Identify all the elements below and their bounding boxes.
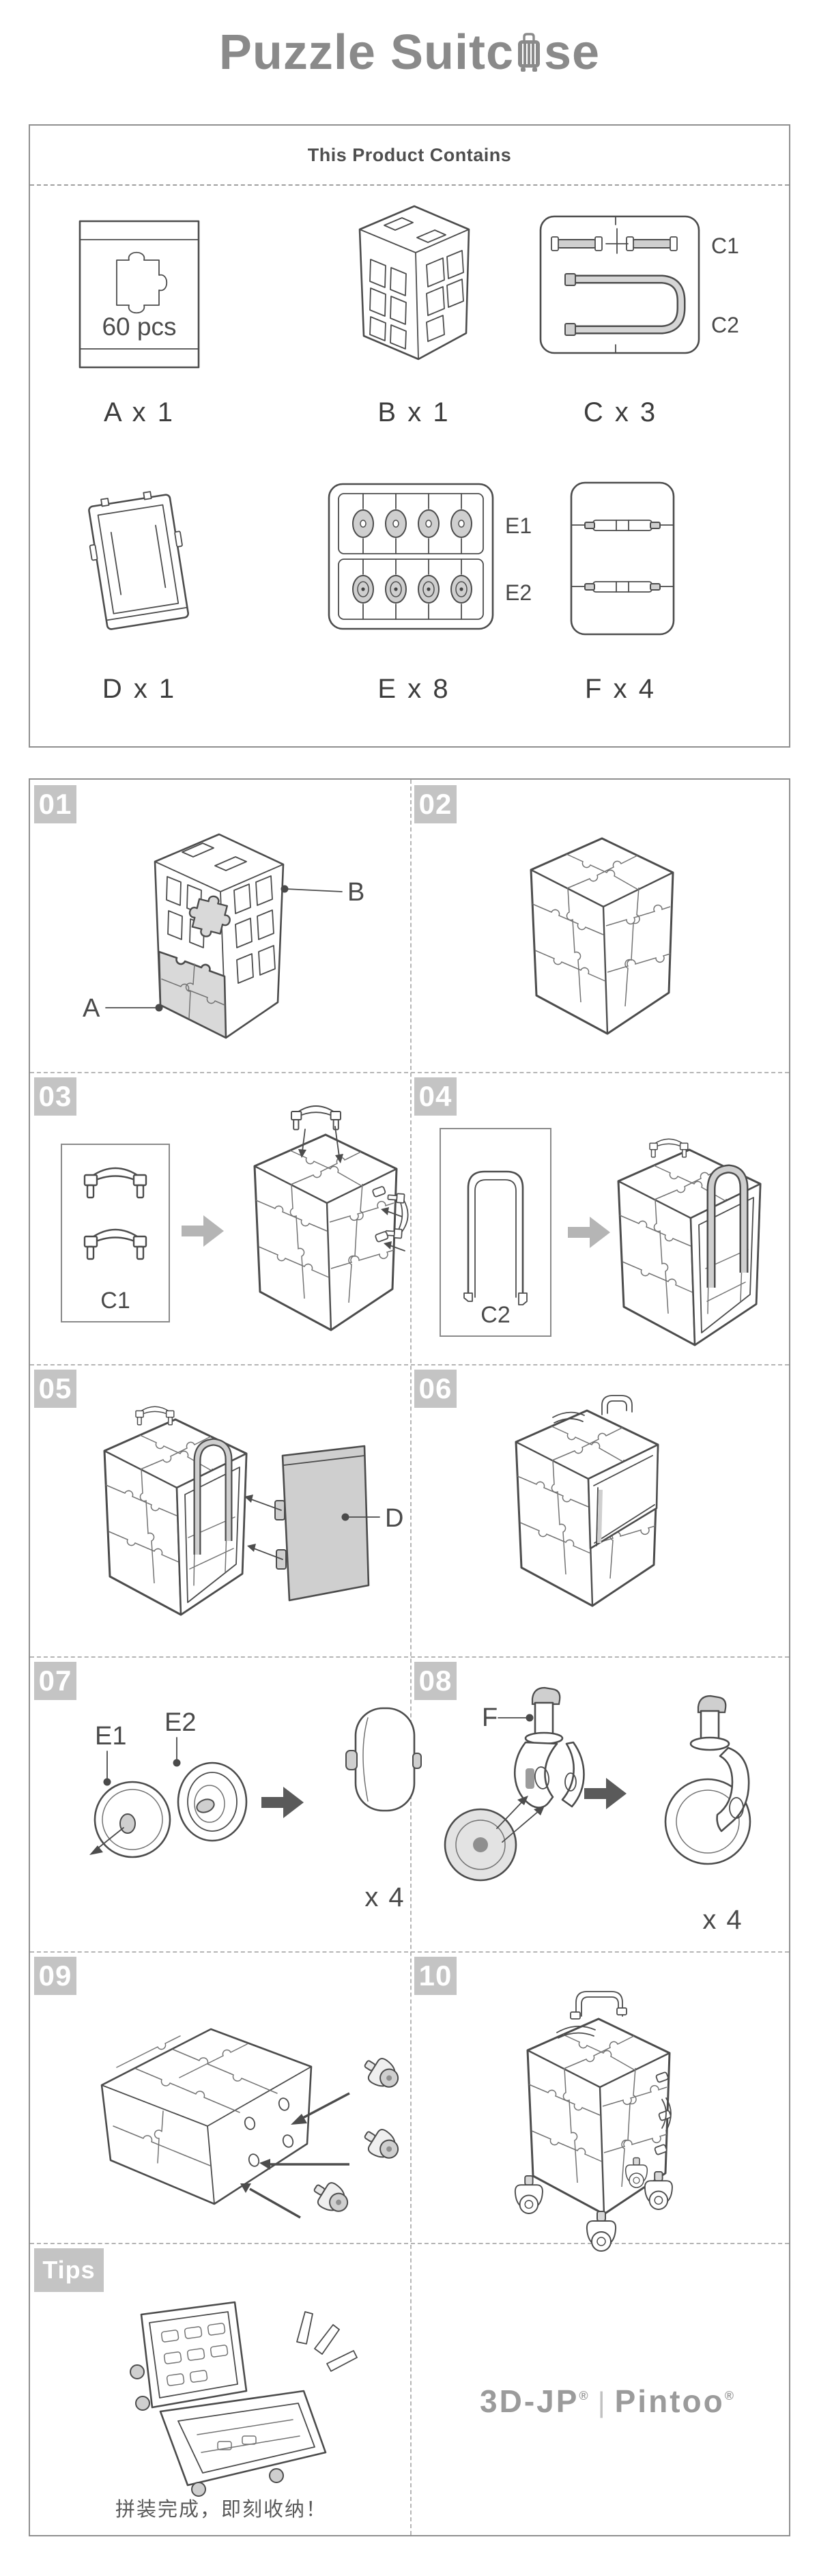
step-04-part-box: C2 (440, 1128, 551, 1337)
c1-pieces (83, 1167, 147, 1260)
contains-heading: This Product Contains (30, 126, 789, 186)
step-08-caster (664, 1695, 751, 1865)
part-c-illustration: C1 C2 (539, 215, 739, 354)
part-e-illustration: E1 E2 (328, 483, 532, 630)
part-a-illustration: 60 pcs (78, 220, 200, 369)
part-f-cap (531, 1686, 561, 1705)
c2-piece (463, 1170, 528, 1305)
callout-f-label: F (482, 1703, 498, 1732)
c2-handle-top (193, 1438, 233, 1555)
part-c2-sublabel: C2 (711, 313, 739, 337)
step-badge-02: 02 (414, 785, 457, 823)
caster-icon (358, 2122, 405, 2166)
step-badge-08: 08 (414, 1662, 457, 1700)
puzzle-piece-icon (116, 251, 168, 314)
part-c2-handle (564, 273, 686, 336)
part-b-label: B x 1 (377, 397, 450, 427)
brand-pintoo-mark: ® (724, 2389, 734, 2403)
callout-d-label: D (385, 1504, 403, 1533)
callout-e2-label: E2 (164, 1708, 196, 1737)
open-suitcase-tray (159, 2390, 327, 2497)
step-07-illustration: E1 E2 (89, 1708, 304, 1858)
step-badge-09: 09 (34, 1957, 76, 1995)
step-07-wheel (345, 1707, 422, 1812)
brand-3djp-mark: ® (579, 2389, 588, 2403)
row-divider-1 (30, 1072, 789, 1073)
step-badge-07: 07 (34, 1662, 76, 1700)
part-a-pieces-note: 60 pcs (102, 313, 176, 341)
trolley-collapsed (601, 1395, 633, 1415)
step-10-illustration (514, 1991, 673, 2252)
step-badge-10: 10 (414, 1957, 457, 1995)
part-c1-bars (551, 228, 678, 254)
caster-icon (586, 2211, 617, 2252)
page-title: Puzzle Suitc se (0, 25, 819, 81)
caster-icon (358, 2051, 405, 2095)
callout-e1-label: E1 (95, 1722, 126, 1751)
assembled-pieces-a (158, 950, 227, 1039)
step-03-box-label: C1 (100, 1288, 130, 1314)
part-e1-sublabel: E1 (505, 513, 532, 538)
part-b-illustration (358, 205, 470, 360)
step-08-illustration: F (444, 1686, 585, 1882)
brand-3djp: 3D-JP (480, 2383, 579, 2419)
step-badge-01: 01 (34, 785, 76, 823)
steps-box: 01 02 03 04 05 06 07 08 09 10 Tips A B (29, 778, 790, 2536)
step-badge-06: 06 (414, 1370, 457, 1408)
arrow-right-icon (182, 1215, 224, 1247)
step-badge-03: 03 (34, 1077, 76, 1116)
caster-icon (514, 2175, 543, 2214)
trolley-collapsed (570, 1991, 627, 2020)
part-c1-sublabel: C1 (711, 233, 739, 258)
part-e2-sublabel: E2 (505, 580, 532, 605)
step-03-part-box: C1 (61, 1144, 170, 1322)
tips-badge: Tips (34, 2248, 104, 2292)
caster-holes (244, 2097, 294, 2167)
step-07-count: x 4 (364, 1882, 405, 1912)
tips-illustration (130, 2301, 358, 2497)
brand-separator: | (597, 2386, 605, 2418)
caster-icon (308, 2175, 354, 2219)
step-badge-04: 04 (414, 1077, 457, 1116)
page-title-text-right: se (544, 25, 601, 80)
page-title-text-left: Puzzle Suitc (218, 25, 514, 80)
panel-d (274, 1445, 370, 1602)
step-02-illustration (530, 837, 674, 1035)
row-divider-3 (30, 1656, 789, 1658)
row-divider-5 (30, 2243, 789, 2244)
floating-puzzle-piece (188, 895, 231, 937)
suitcase-icon (515, 32, 543, 73)
exclamation-marks (296, 2311, 358, 2372)
step-03-illustration (253, 1105, 410, 1331)
callout-b-label: B (347, 878, 364, 907)
part-e2-discs (352, 558, 472, 620)
row-divider-4 (30, 1951, 789, 1953)
part-f-label: F x 4 (585, 674, 656, 704)
c2-handle-inserted (706, 1164, 749, 1288)
step-04-box-label: C2 (480, 1302, 511, 1328)
step-08-count: x 4 (702, 1905, 743, 1935)
step-badge-05: 05 (34, 1370, 76, 1408)
step-04-illustration (617, 1138, 762, 1346)
part-d-label: D x 1 (102, 674, 177, 704)
part-f-illustration (570, 481, 675, 636)
part-d-illustration (88, 491, 189, 630)
arrow-right-icon (584, 1778, 627, 1809)
step-09-illustration (100, 2028, 405, 2219)
contains-box: This Product Contains 60 pcs A x 1 B x 1 (29, 124, 790, 748)
step-05-illustration: D (103, 1406, 403, 1616)
part-c-label: C x 3 (583, 397, 658, 427)
part-e1-discs (352, 493, 472, 554)
callout-a-label: A (83, 994, 100, 1023)
step-06-illustration (515, 1395, 659, 1607)
tips-caption: 拼装完成，即刻收纳！ (115, 2499, 327, 2521)
step-01-illustration: A B (83, 833, 364, 1039)
open-suitcase-lid (130, 2301, 248, 2411)
part-e-label: E x 8 (377, 674, 450, 704)
part-f-axles (571, 520, 674, 593)
row-divider-2 (30, 1364, 789, 1365)
brand-pintoo: Pintoo (614, 2383, 725, 2419)
branding: 3D-JP®|Pintoo® (446, 2383, 767, 2420)
part-a-label: A x 1 (104, 397, 175, 427)
